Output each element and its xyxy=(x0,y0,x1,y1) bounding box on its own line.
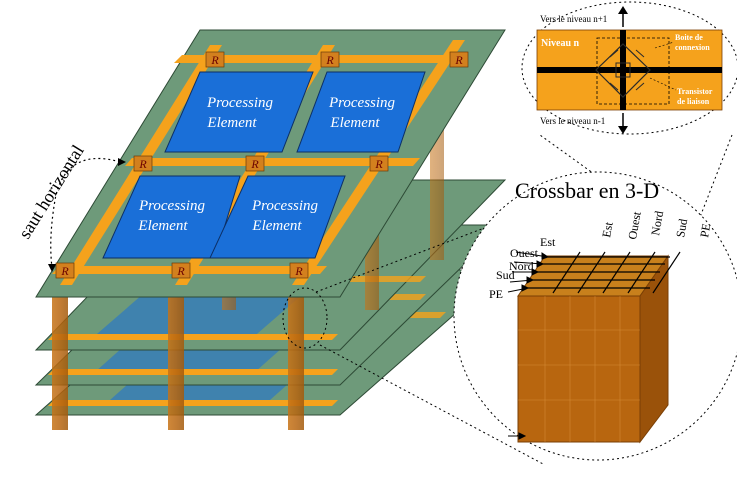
connection-box-inset: Vers le niveau n+1 Vers le niveau n-1 Ni… xyxy=(521,1,737,135)
crossbar-left-port-nord: Nord xyxy=(509,259,534,273)
crossbar-title: Crossbar en 3-D xyxy=(515,178,659,203)
router-5: R xyxy=(245,155,265,172)
pe-label-3b: Element xyxy=(137,218,188,234)
crossbar-top-port-nord: Nord xyxy=(648,210,666,237)
router-2: R xyxy=(320,51,340,68)
router-6: R xyxy=(369,155,389,172)
svg-text:R: R xyxy=(60,264,69,278)
router-9: R xyxy=(289,262,309,279)
router-1: R xyxy=(205,51,225,68)
inset-box-label-2: connexion xyxy=(675,43,710,52)
svg-text:R: R xyxy=(138,157,147,171)
pe-label-2b: Element xyxy=(329,115,380,131)
pe-label-1a: Processing xyxy=(206,95,274,111)
processing-element-3: Processing Element xyxy=(102,175,241,259)
routers: R R R R R R R R R xyxy=(55,51,469,279)
svg-text:R: R xyxy=(176,264,185,278)
layer-stack: Processing Element Processing Element Pr… xyxy=(14,29,507,430)
pe-label-4a: Processing xyxy=(251,198,319,214)
inset-level-label: Niveau n xyxy=(541,38,580,49)
processing-element-4: Processing Element xyxy=(209,175,346,259)
svg-text:R: R xyxy=(374,157,383,171)
crossbar-cube xyxy=(507,251,681,444)
router-3: R xyxy=(449,51,469,68)
pe-label-2a: Processing xyxy=(328,95,396,111)
router-7: R xyxy=(55,262,75,279)
pe-label-4b: Element xyxy=(251,218,302,234)
crossbar-top-port-pe: PE xyxy=(697,222,713,238)
inset-box-label-1: Boite de xyxy=(675,33,703,42)
crossbar-left-port-ouest: Ouest xyxy=(510,246,539,260)
crossbar-left-port-pe: PE xyxy=(489,287,503,301)
processing-element-2: Processing Element xyxy=(296,71,426,153)
horizontal-hop-arrow xyxy=(48,157,126,272)
inset-transistor-label-2: de liaison xyxy=(677,97,710,106)
svg-text:R: R xyxy=(454,53,463,67)
hop-label: saut horizontal xyxy=(14,141,87,242)
pe-label-3a: Processing xyxy=(138,198,206,214)
crossbar-zoom: Crossbar en 3-D xyxy=(453,171,737,461)
svg-text:R: R xyxy=(210,53,219,67)
inset-up-label: Vers le niveau n+1 xyxy=(540,14,607,24)
layer-1: Processing Element Processing Element Pr… xyxy=(35,29,506,298)
processing-element-1: Processing Element xyxy=(164,71,314,153)
svg-text:R: R xyxy=(294,264,303,278)
svg-text:R: R xyxy=(325,53,334,67)
crossbar-left-port-est: Est xyxy=(540,235,556,249)
crossbar-top-port-est: Est xyxy=(599,220,616,238)
inset-transistor-label-1: Transistor xyxy=(677,87,713,96)
crossbar-top-port-ouest: Ouest xyxy=(625,210,644,241)
crossbar-top-port-sud: Sud xyxy=(673,218,690,239)
router-4: R xyxy=(133,155,153,172)
svg-text:R: R xyxy=(250,157,259,171)
router-8: R xyxy=(171,262,191,279)
pe-label-1b: Element xyxy=(206,115,257,131)
inset-down-label: Vers le niveau n-1 xyxy=(540,116,605,126)
crossbar-left-port-sud: Sud xyxy=(496,268,515,282)
